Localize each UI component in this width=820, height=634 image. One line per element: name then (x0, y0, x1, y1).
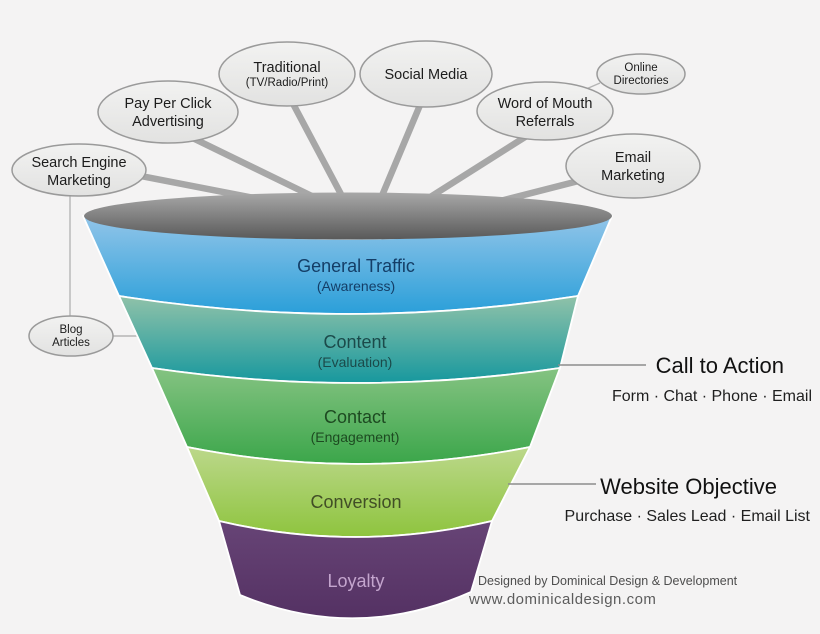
stage-sublabel-engagement: (Engagement) (311, 429, 400, 445)
bubble-text: Online (624, 62, 657, 74)
callout-call-to-action: Call to Action Form · Chat · Phone · Ema… (558, 353, 812, 405)
bubble-ellipse (476, 81, 614, 141)
bubble-pay-per-click-advertising: Pay Per Click Advertising (97, 80, 239, 144)
bubble-text: Traditional (253, 60, 320, 76)
bubble-text: Social Media (384, 67, 468, 83)
stage-label-loyalty: Loyalty (327, 571, 384, 591)
stage-sublabel-awareness: (Awareness) (317, 278, 395, 294)
stage-label-contact: Contact (324, 407, 386, 427)
stage-sublabel-evaluation: (Evaluation) (318, 354, 393, 370)
bubble-text: Advertising (132, 114, 204, 130)
bubble-online-directories: Online Directories (596, 53, 686, 95)
bubble-ellipse (565, 133, 701, 199)
bubble-text: Directories (614, 75, 669, 87)
bubble-text: Search Engine (31, 155, 126, 171)
stage-label-general-traffic: General Traffic (297, 256, 415, 276)
callout-detail: Purchase · Sales Lead · Email List (565, 508, 811, 525)
funnel-mouth-ellipse (84, 192, 612, 240)
bubble-text: Referrals (516, 114, 575, 130)
bubble-ellipse (28, 315, 114, 357)
bubble-ellipse (97, 80, 239, 144)
designer-credit: Designed by Dominical Design & Developme… (478, 574, 738, 588)
bubble-text: Marketing (601, 168, 665, 184)
callout-detail: Form · Chat · Phone · Email (612, 388, 812, 405)
bubble-ellipse (359, 40, 493, 108)
bubble-text: Marketing (47, 173, 111, 189)
bubble-blog-articles: Blog Articles (28, 315, 114, 357)
stage-label-conversion: Conversion (310, 492, 401, 512)
bubble-ellipse (596, 53, 686, 95)
bubble-text: Pay Per Click (124, 96, 212, 112)
designer-website: www.dominicaldesign.com (468, 591, 656, 608)
bubble-text: Email (615, 150, 651, 166)
callout-title: Website Objective (600, 474, 777, 499)
bubble-email-marketing: Email Marketing (565, 133, 701, 199)
callout-title: Call to Action (656, 353, 784, 378)
bubble-ellipse (218, 41, 356, 107)
spoke-social-media (378, 96, 426, 200)
footer: Designed by Dominical Design & Developme… (468, 574, 738, 608)
spoke-word-of-mouth (422, 129, 535, 204)
bubble-traditional: Traditional (TV/Radio/Print) (218, 41, 356, 107)
bubble-search-engine-marketing: Search Engine Marketing (11, 143, 147, 197)
stage-label-content: Content (323, 332, 386, 352)
bubble-word-of-mouth-referrals: Word of Mouth Referrals (476, 81, 614, 141)
spoke-traditional (287, 96, 346, 200)
bubble-social-media: Social Media (359, 40, 493, 108)
bubble-ellipse (11, 143, 147, 197)
bubble-text: Articles (52, 337, 90, 349)
bubble-text: Word of Mouth (498, 96, 593, 112)
bubble-text: (TV/Radio/Print) (246, 77, 329, 89)
callout-website-objective: Website Objective Purchase · Sales Lead … (508, 474, 811, 525)
funnel-stage-loyalty (218, 520, 493, 620)
funnel: General Traffic (Awareness) Content (Eva… (82, 192, 613, 620)
bubble-text: Blog (59, 324, 82, 336)
